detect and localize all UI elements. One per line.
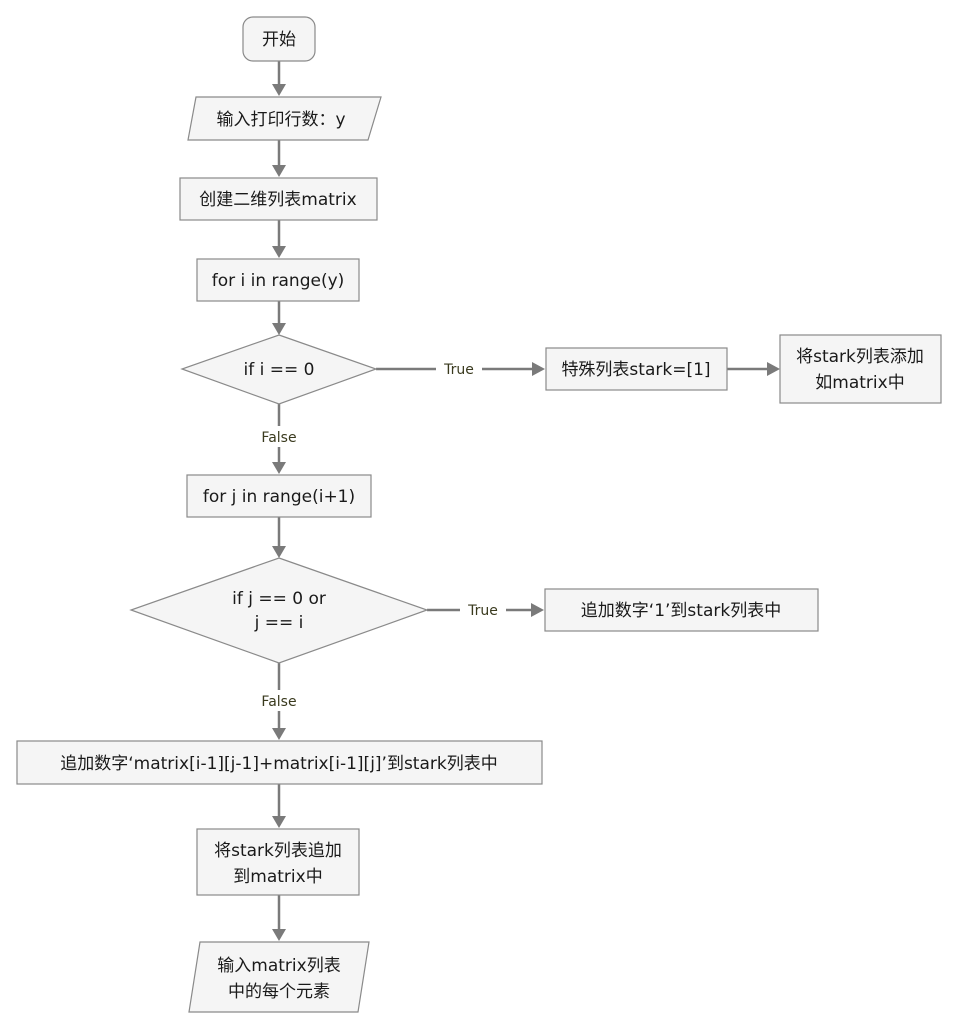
- node-append-one: 追加数字‘1’到stark列表中: [544, 588, 819, 632]
- arrowhead-icon: [272, 84, 286, 96]
- node-output-label-line2: 中的每个元素: [228, 982, 330, 1002]
- node-cond-i0-label: if i == 0: [244, 360, 315, 380]
- edge-label-i0-true: True: [443, 362, 474, 378]
- node-add-stark-label-line1: 将stark列表添加: [796, 347, 924, 367]
- node-cond-j-label-line2: j == i: [254, 613, 304, 633]
- arrowhead-icon: [272, 462, 286, 474]
- node-append-stark-label-line2: 到matrix中: [233, 867, 322, 887]
- arrowhead-icon: [531, 603, 544, 617]
- node-cond-j: if j == 0 or j == i: [129, 557, 429, 664]
- arrowhead-icon: [272, 246, 286, 258]
- node-create-matrix-label: 创建二维列表matrix: [199, 190, 356, 210]
- node-loop-j-label: for j in range(i+1): [203, 487, 355, 507]
- arrowhead-icon: [272, 816, 286, 828]
- node-add-stark-label-line2: 如matrix中: [815, 373, 904, 393]
- arrowhead-icon: [272, 323, 286, 335]
- node-cond-i0: if i == 0: [180, 334, 378, 405]
- node-create-matrix: 创建二维列表matrix: [179, 177, 378, 221]
- node-start: 开始: [242, 16, 316, 62]
- arrowhead-icon: [272, 165, 286, 177]
- node-cond-j-label-line1: if j == 0 or: [232, 589, 326, 609]
- edge-label-i0-false: False: [261, 430, 296, 446]
- node-append-stark: 将stark列表追加 到matrix中: [196, 828, 360, 896]
- node-loop-i-label: for i in range(y): [212, 271, 345, 291]
- node-append-one-label: 追加数字‘1’到stark列表中: [581, 601, 781, 621]
- arrowhead-icon: [767, 362, 780, 376]
- node-input-rows-label: 输入打印行数：y: [216, 110, 345, 130]
- edges: True False True False: [261, 61, 780, 941]
- node-special-list: 特殊列表stark=[1]: [545, 347, 728, 391]
- node-start-label: 开始: [262, 30, 296, 50]
- node-append-sum: 追加数字‘matrix[i-1][j-1]+matrix[i-1][j]’到st…: [16, 740, 543, 785]
- node-add-stark: 将stark列表添加 如matrix中: [779, 334, 942, 404]
- node-special-list-label: 特殊列表stark=[1]: [561, 360, 710, 380]
- node-output-label-line1: 输入matrix列表: [217, 956, 340, 976]
- edge-label-j-false: False: [261, 694, 296, 710]
- edge-label-j-true: True: [467, 603, 498, 619]
- node-append-sum-label: 追加数字‘matrix[i-1][j-1]+matrix[i-1][j]’到st…: [60, 754, 497, 774]
- arrowhead-icon: [532, 362, 545, 376]
- node-append-stark-label-line1: 将stark列表追加: [214, 841, 342, 861]
- arrowhead-icon: [272, 546, 286, 558]
- arrowhead-icon: [272, 929, 286, 941]
- node-loop-i: for i in range(y): [196, 258, 360, 302]
- node-input-rows: 输入打印行数：y: [187, 96, 382, 141]
- arrowhead-icon: [272, 728, 286, 740]
- node-output: 输入matrix列表 中的每个元素: [188, 941, 370, 1013]
- node-loop-j: for j in range(i+1): [186, 474, 372, 518]
